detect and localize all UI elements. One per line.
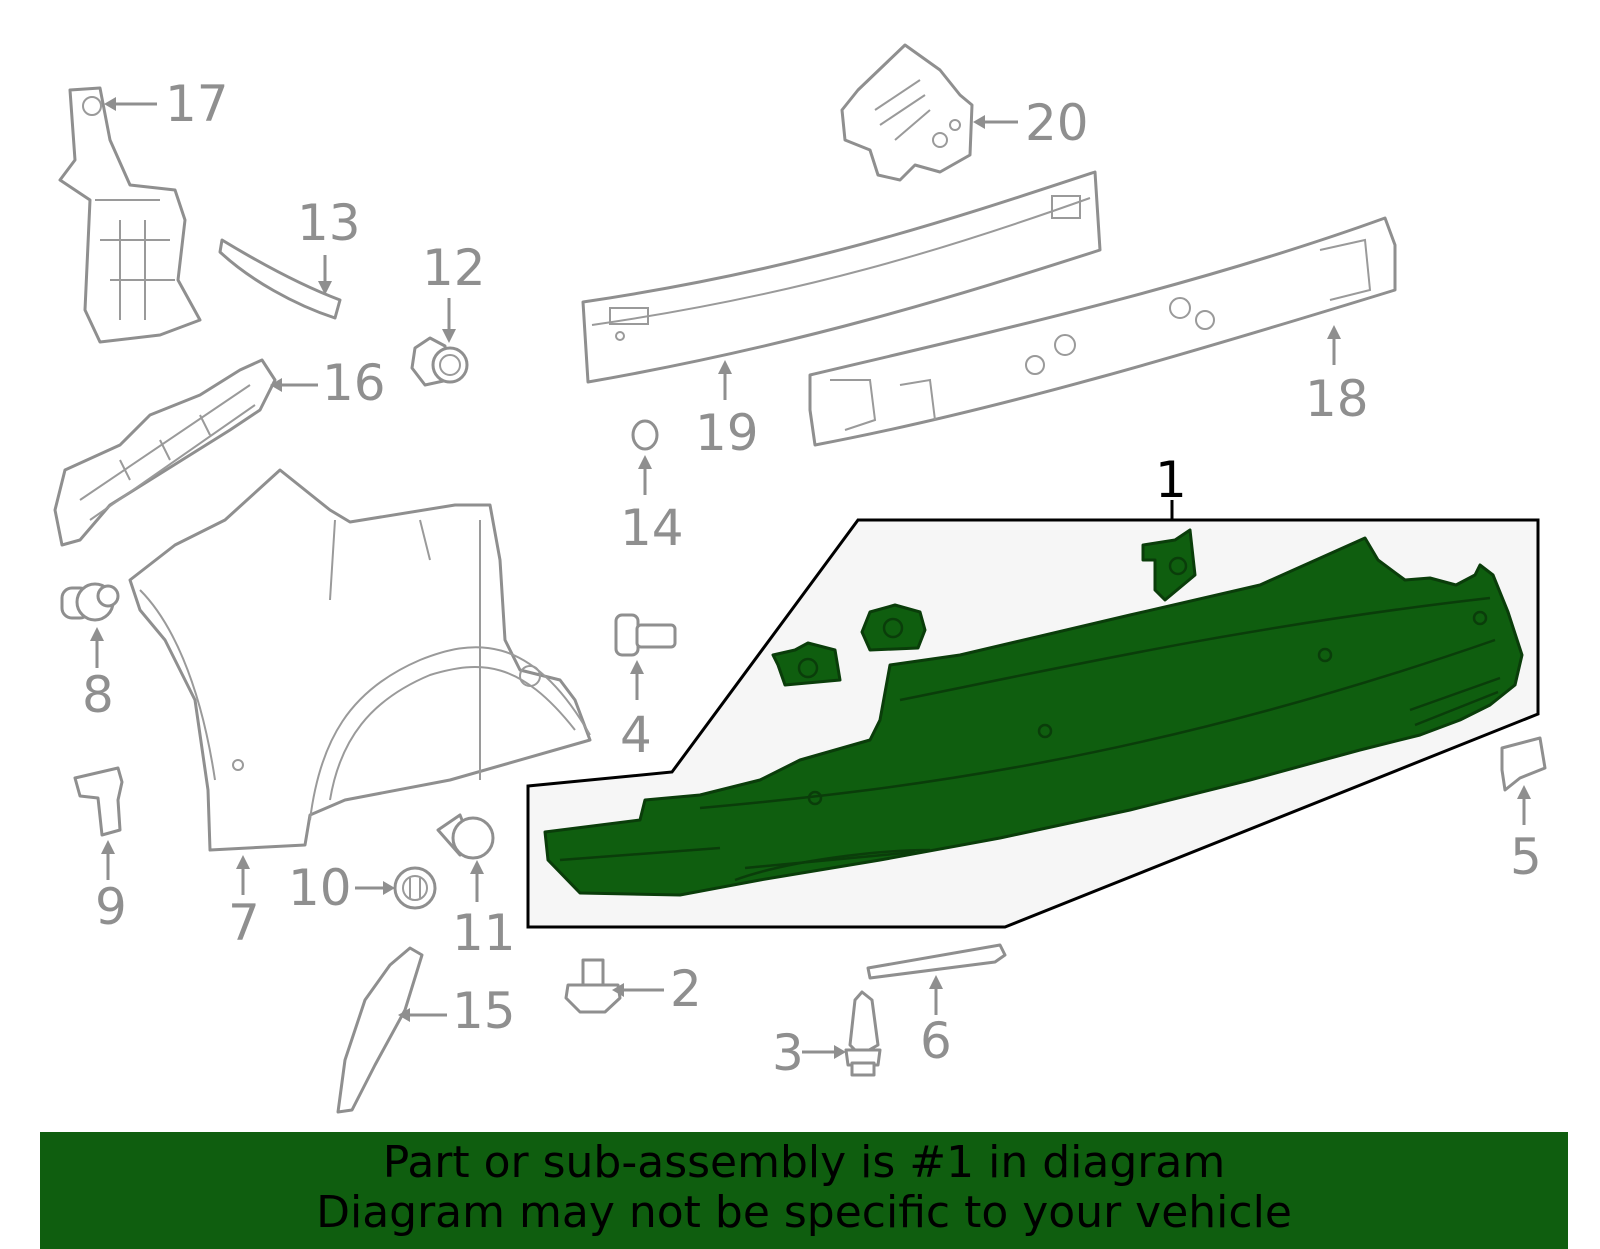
callout-18[interactable]: 18	[1305, 370, 1369, 428]
callout-labels: 1 2 3 4 5 6 7 8 9 10 11 12 13 14 15 16 1…	[82, 75, 1542, 1082]
callout-4[interactable]: 4	[620, 706, 652, 764]
part-14-o-ring[interactable]	[631, 419, 659, 451]
callout-7[interactable]: 7	[228, 894, 260, 952]
leader-lines	[90, 97, 1531, 1059]
part-16-bracket[interactable]	[53, 358, 277, 547]
callout-11[interactable]: 11	[452, 904, 516, 962]
callout-6[interactable]: 6	[920, 1012, 952, 1070]
part-8-pin[interactable]	[60, 582, 120, 622]
callout-1[interactable]: 1	[1155, 451, 1187, 509]
callout-12[interactable]: 12	[422, 239, 486, 297]
part-19-reinforcement[interactable]	[581, 170, 1102, 384]
part-2-bolt[interactable]	[564, 958, 622, 1014]
part-7-side-panel[interactable]	[128, 468, 592, 852]
callout-3[interactable]: 3	[772, 1024, 804, 1082]
callout-17[interactable]: 17	[165, 75, 229, 133]
part-15-reflector[interactable]	[336, 946, 424, 1114]
banner-line-1: Part or sub-assembly is #1 in diagram	[382, 1137, 1226, 1188]
callout-13[interactable]: 13	[297, 194, 361, 252]
part-3-push-pin[interactable]	[844, 990, 882, 1077]
clip-bracket-3[interactable]	[771, 641, 842, 687]
callout-2[interactable]: 2	[670, 960, 702, 1018]
part-9-clip[interactable]	[73, 766, 124, 837]
callout-8[interactable]: 8	[82, 666, 114, 724]
part-5-clip[interactable]	[1500, 736, 1547, 792]
part-13-trim-strip[interactable]	[218, 238, 342, 320]
part-10-grommet[interactable]	[393, 866, 437, 910]
part-20-mount[interactable]	[840, 43, 974, 182]
part-11-cap[interactable]	[436, 813, 495, 860]
banner-line-2: Diagram may not be specific to your vehi…	[316, 1187, 1292, 1238]
part-1-inset[interactable]	[526, 500, 1540, 929]
callout-10[interactable]: 10	[288, 859, 352, 917]
callout-5[interactable]: 5	[1510, 828, 1542, 886]
info-banner: Part or sub-assembly is #1 in diagram Di…	[40, 1132, 1568, 1249]
callout-16[interactable]: 16	[322, 354, 386, 412]
part-4-bolt[interactable]	[614, 613, 677, 657]
callout-14[interactable]: 14	[620, 499, 684, 557]
part-12-grommet[interactable]	[410, 336, 469, 387]
part-6-trim-strip[interactable]	[866, 943, 1007, 980]
callout-9[interactable]: 9	[95, 878, 127, 936]
part-18-energy-absorber[interactable]	[808, 216, 1397, 447]
callout-19[interactable]: 19	[695, 404, 759, 462]
callout-15[interactable]: 15	[452, 982, 516, 1040]
callout-20[interactable]: 20	[1025, 94, 1089, 152]
part-17-bracket[interactable]	[58, 86, 202, 344]
clip-bracket-2[interactable]	[860, 603, 927, 652]
